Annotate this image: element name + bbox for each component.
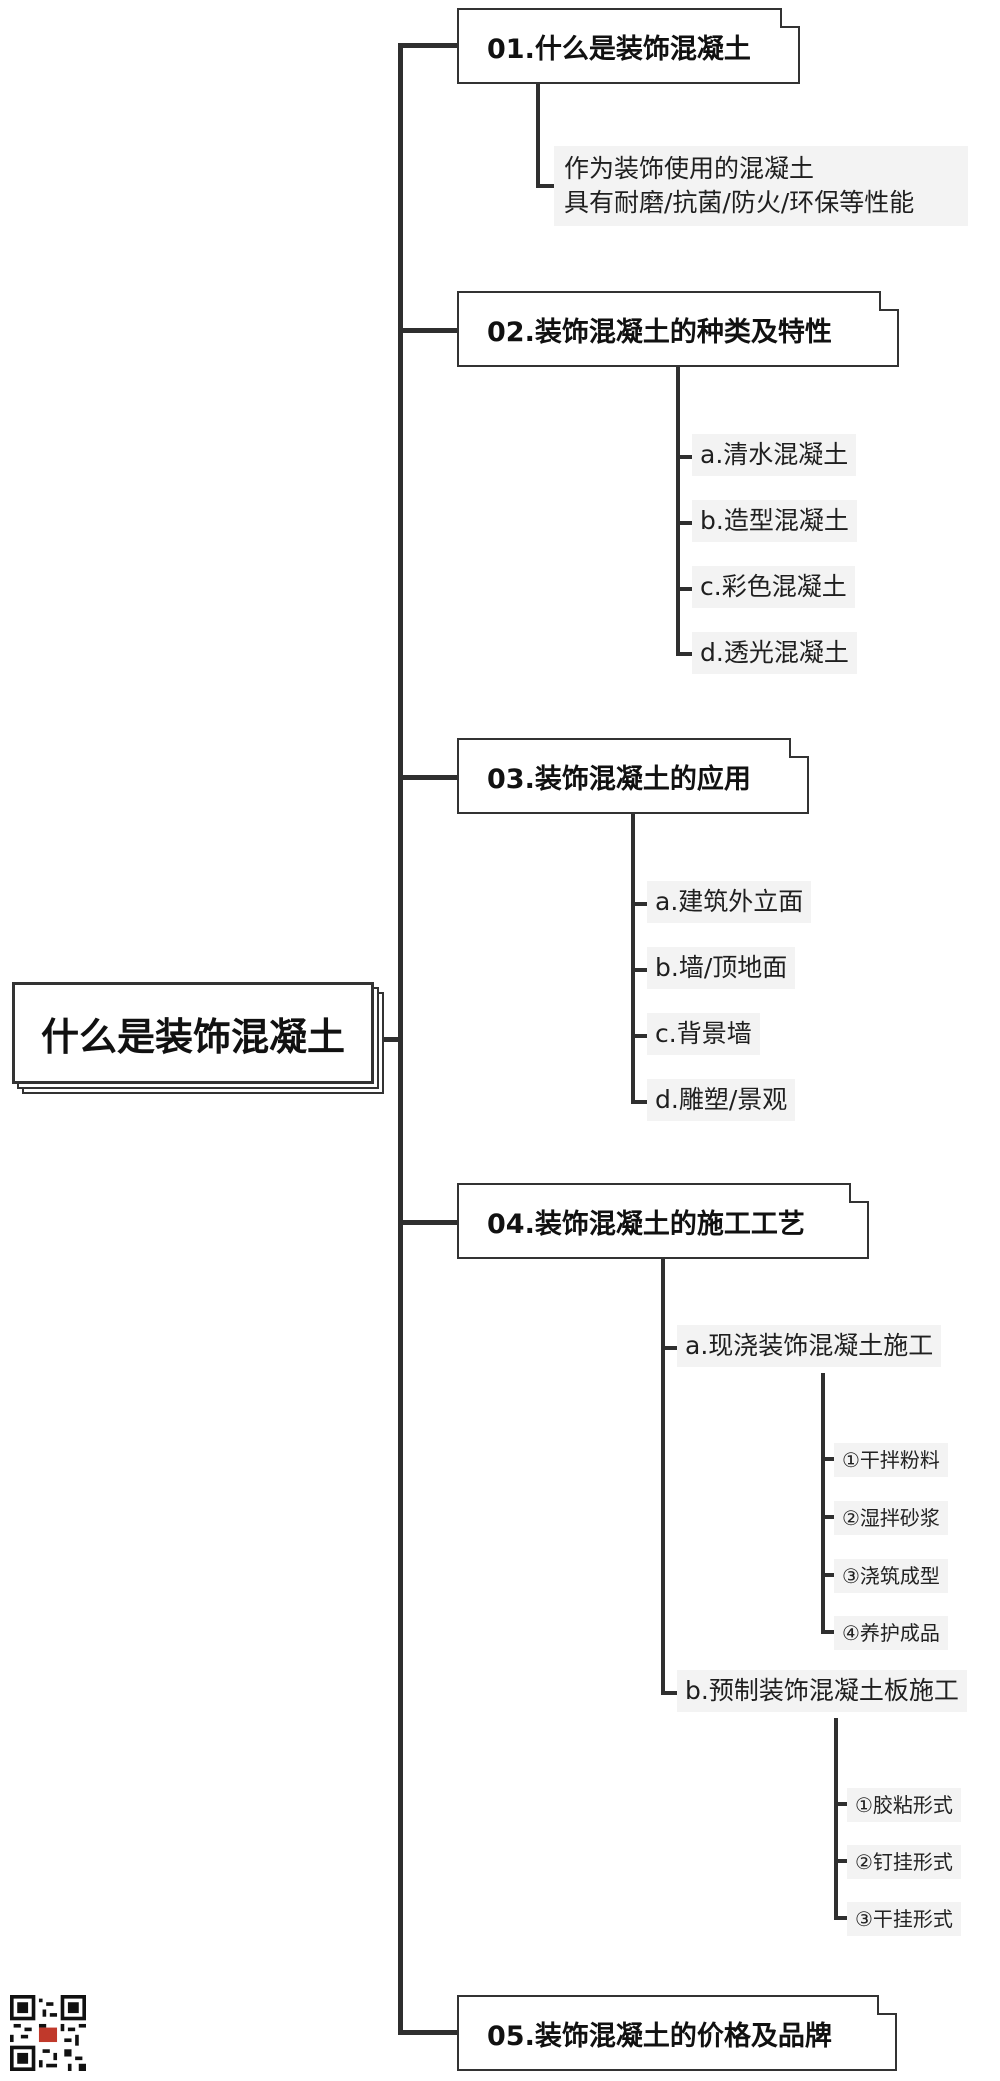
- group-b-step-1-connector: [834, 1802, 848, 1806]
- group-a-step-1: ①干拌粉料: [834, 1443, 948, 1477]
- group-a-trunk: [821, 1373, 825, 1634]
- group-b-step-1: ①胶粘形式: [847, 1788, 961, 1822]
- group-b-step-3-connector: [834, 1916, 848, 1920]
- branch-01: [398, 43, 458, 48]
- section-02-item-b-connector: [676, 521, 694, 525]
- branch-03: [398, 775, 458, 780]
- section-02-item-a: a.清水混凝土: [692, 434, 857, 476]
- group-b-trunk: [834, 1718, 838, 1920]
- branch-04: [398, 1220, 458, 1225]
- section-02-item-c-connector: [676, 587, 694, 591]
- qr-code-icon: [10, 1995, 86, 2071]
- section-04-group-a-label: a.现浇装饰混凝土施工: [677, 1325, 942, 1367]
- section-02-item-b: b.造型混凝土: [692, 500, 857, 542]
- section-03-item-c: c.背景墙: [647, 1013, 760, 1055]
- section-02-item-d-connector: [676, 652, 694, 656]
- section-03-item-b: b.墙/顶地面: [647, 947, 796, 989]
- section-04-group-b-label: b.预制装饰混凝土板施工: [677, 1670, 967, 1712]
- section-05-title: 05.装饰混凝土的价格及品牌: [487, 2020, 832, 2052]
- section-03-node[interactable]: 03.装饰混凝土的应用: [457, 738, 809, 814]
- section-03-trunk: [631, 814, 635, 1104]
- section-02-trunk: [676, 367, 680, 656]
- group-a-step-2: ②湿拌砂浆: [834, 1501, 948, 1535]
- section-02-item-c: c.彩色混凝土: [692, 566, 855, 608]
- section-02-item-a-connector: [676, 455, 694, 459]
- branch-05: [398, 2030, 458, 2035]
- section-03-item-a-connector: [631, 902, 649, 906]
- group-a-step-1-connector: [821, 1457, 835, 1461]
- group-b-step-3: ③干挂形式: [847, 1902, 961, 1936]
- section-03-item-a: a.建筑外立面: [647, 881, 812, 923]
- group-a-step-3: ③浇筑成型: [834, 1559, 948, 1593]
- section-01-node[interactable]: 01.什么是装饰混凝土: [457, 8, 800, 84]
- section-04-node[interactable]: 04.装饰混凝土的施工工艺: [457, 1183, 869, 1259]
- section-04-title: 04.装饰混凝土的施工工艺: [487, 1208, 805, 1240]
- section-01-desc-connector: [536, 184, 556, 188]
- section-01-desc-line-2: 具有耐磨/抗菌/防火/环保等性能: [564, 188, 915, 217]
- section-03-title: 03.装饰混凝土的应用: [487, 763, 751, 795]
- main-spine: [398, 43, 403, 2035]
- root-node[interactable]: 什么是装饰混凝土: [12, 982, 374, 1084]
- section-04-group-a-connector: [661, 1346, 679, 1350]
- group-b-step-2: ②钉挂形式: [847, 1845, 961, 1879]
- group-a-step-2-connector: [821, 1515, 835, 1519]
- section-02-title: 02.装饰混凝土的种类及特性: [487, 316, 832, 348]
- branch-02: [398, 328, 458, 333]
- section-05-node[interactable]: 05.装饰混凝土的价格及品牌: [457, 1995, 897, 2071]
- section-02-item-d: d.透光混凝土: [692, 632, 857, 674]
- section-03-item-b-connector: [631, 968, 649, 972]
- section-03-item-c-connector: [631, 1034, 649, 1038]
- section-03-item-d-connector: [631, 1100, 649, 1104]
- section-01-trunk: [536, 84, 540, 188]
- section-02-node[interactable]: 02.装饰混凝土的种类及特性: [457, 291, 899, 367]
- group-a-step-4: ④养护成品: [834, 1616, 948, 1650]
- group-a-step-3-connector: [821, 1573, 835, 1577]
- section-01-description: 作为装饰使用的混凝土 具有耐磨/抗菌/防火/环保等性能: [554, 146, 968, 226]
- root-connector: [378, 1037, 400, 1042]
- section-03-item-d: d.雕塑/景观: [647, 1079, 796, 1121]
- group-b-step-2-connector: [834, 1859, 848, 1863]
- section-01-title: 01.什么是装饰混凝土: [487, 33, 751, 65]
- group-a-step-4-connector: [821, 1630, 835, 1634]
- section-04-trunk: [661, 1259, 665, 1695]
- root-title: 什么是装饰混凝土: [40, 1014, 345, 1059]
- section-01-desc-line-1: 作为装饰使用的混凝土: [564, 154, 815, 183]
- section-04-group-b-connector: [661, 1691, 679, 1695]
